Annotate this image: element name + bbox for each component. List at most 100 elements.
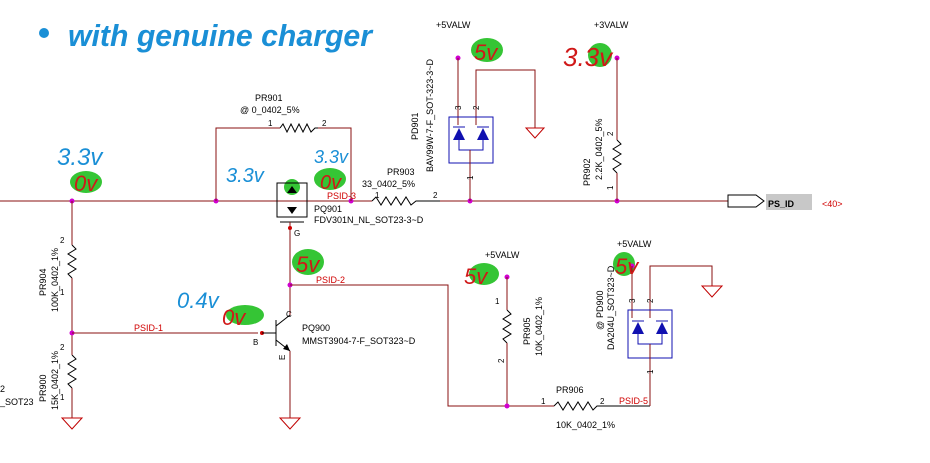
pr905-resistor xyxy=(502,309,512,344)
pr903-resistor xyxy=(371,196,440,206)
pq900-base-label: B xyxy=(253,338,258,347)
pd901-internal xyxy=(458,140,484,151)
net-psid1: PSID-1 xyxy=(134,323,163,333)
pq900-ref: PQ900 xyxy=(302,323,330,333)
highlight-left-node xyxy=(70,171,102,193)
highlight-pd901 xyxy=(471,38,503,62)
pq900-value: MMST3904-7-F_SOT323~D xyxy=(302,336,416,346)
pd901-ref: PD901 xyxy=(410,112,420,140)
pr905-value: 10K_0402_1% xyxy=(534,297,544,356)
annot-base-top: 0.4v xyxy=(177,288,221,313)
annot-pr905-top: 5v xyxy=(464,264,489,289)
pq901-body xyxy=(276,182,308,218)
pd900-rail: +5VALW xyxy=(617,239,652,249)
pr905-pin1: 1 xyxy=(495,297,500,306)
pq901-diode-top xyxy=(287,186,297,193)
pd901-pin1: 1 xyxy=(466,175,475,180)
pr906-ref: PR906 xyxy=(556,385,584,395)
pq901-gate-label: G xyxy=(294,229,300,238)
ps-id-page-ref: <40> xyxy=(822,199,843,209)
annot-pd900-top: 5v xyxy=(615,254,640,279)
heading-bullet xyxy=(39,28,49,38)
pq900-emitter-arrow xyxy=(283,344,290,351)
pr903-value: 33_0402_5% xyxy=(362,179,415,189)
annot-collector: 5v xyxy=(296,252,321,277)
pr905-rail: +5VALW xyxy=(485,250,520,260)
pq900-e-label: E xyxy=(278,355,287,360)
annot-source-bottom: 0v xyxy=(320,172,342,194)
pr902-value: 2.2K_0402_5% xyxy=(594,118,604,180)
pr906-pin2: 2 xyxy=(600,397,605,406)
pr903-pin1: 1 xyxy=(375,191,380,200)
pd900-pin2: 2 xyxy=(646,298,655,303)
annot-pr902-top: 3.3v xyxy=(563,42,614,72)
pr906-pin1: 1 xyxy=(541,397,546,406)
pr901-resistor xyxy=(279,122,318,134)
pd900-prefix: @ xyxy=(595,321,605,330)
pr904-resistor xyxy=(67,244,77,279)
annot-left-node-bottom: 0v xyxy=(74,171,99,196)
pq900-gnd-symbol xyxy=(278,417,302,430)
left-cut-line2: _SOT23 xyxy=(0,397,34,407)
ps-id-port-arrow xyxy=(727,194,765,208)
pr905-ref: PR905 xyxy=(522,317,532,345)
pr900-value: 15K_0402_1% xyxy=(50,351,60,410)
ps-id-port-highlight xyxy=(766,194,812,210)
net-psid3: PSID-3 xyxy=(327,191,356,201)
pr906-value: 10K_0402_1% xyxy=(556,420,615,430)
pr901-value: @ 0_0402_5% xyxy=(240,105,300,115)
ps-id-port-label: PS_ID xyxy=(768,199,795,209)
pd900-pin1: 1 xyxy=(646,369,655,374)
pr902-rail: +3VALW xyxy=(594,20,629,30)
annot-source-top: 3.3v xyxy=(314,147,349,167)
pd901-value: BAV99W-7-F_SOT-323-3~D xyxy=(425,59,435,172)
heading-text: with genuine charger xyxy=(68,18,374,53)
annot-base-bottom: 0v xyxy=(222,305,247,330)
pr903-pin2: 2 xyxy=(433,191,438,200)
highlight-source xyxy=(314,168,346,190)
pd901-gnd-wire xyxy=(475,69,536,128)
pr900-pin1: 1 xyxy=(60,393,65,402)
pd900-ref: PD900 xyxy=(595,290,605,318)
pr904-ref: PR904 xyxy=(38,268,48,296)
pr901-pin1: 1 xyxy=(268,119,273,128)
pr900-ref: PR900 xyxy=(38,374,48,402)
pq900-collector-lead xyxy=(275,314,291,327)
pr900-gnd-symbol xyxy=(60,417,84,430)
pr902-ref: PR902 xyxy=(582,158,592,186)
pq901-value: FDV301N_NL_SOT23-3~D xyxy=(314,215,424,225)
pd901-rail: +5VALW xyxy=(436,20,471,30)
pq901-gate-dot xyxy=(288,226,292,230)
net-psid5: PSID-5 xyxy=(619,396,648,406)
pd900-gnd-symbol xyxy=(700,285,724,298)
highlight-base xyxy=(226,305,264,325)
highlight-collector xyxy=(292,249,324,275)
pd901-pin3: 3 xyxy=(454,105,463,110)
pd901-diode-a xyxy=(453,128,465,140)
pd900-diode-b xyxy=(656,322,668,334)
pd900-value: DA204U_SOT323~D xyxy=(606,265,616,350)
net-psid2: PSID-2 xyxy=(316,275,345,285)
pd900-gnd-wire xyxy=(649,265,713,318)
annot-left-node-top: 3.3v xyxy=(57,144,104,171)
pd900-diode-a xyxy=(632,322,644,334)
highlight-pd900 xyxy=(613,252,635,276)
junction-pr905 xyxy=(504,403,510,409)
pd901-box xyxy=(448,116,494,164)
pd901-pin2: 2 xyxy=(472,105,481,110)
psid2-wire xyxy=(290,284,554,407)
pd900-internal xyxy=(637,334,663,345)
pr900-pin2: 2 xyxy=(60,343,65,352)
pr902-resistor xyxy=(612,139,622,174)
pr902-pin1: 1 xyxy=(606,185,615,190)
pr901-wire-right xyxy=(318,127,352,201)
highlight-pr905 xyxy=(469,263,499,285)
pr905-pin2: 2 xyxy=(497,358,506,363)
pr901-pin2: 2 xyxy=(322,119,327,128)
pr900-resistor xyxy=(67,354,77,389)
pr904-pin2: 2 xyxy=(60,236,65,245)
pr901-wire xyxy=(215,127,280,201)
pr904-pin1: 1 xyxy=(60,288,65,297)
pq901-ref: PQ901 xyxy=(314,204,342,214)
